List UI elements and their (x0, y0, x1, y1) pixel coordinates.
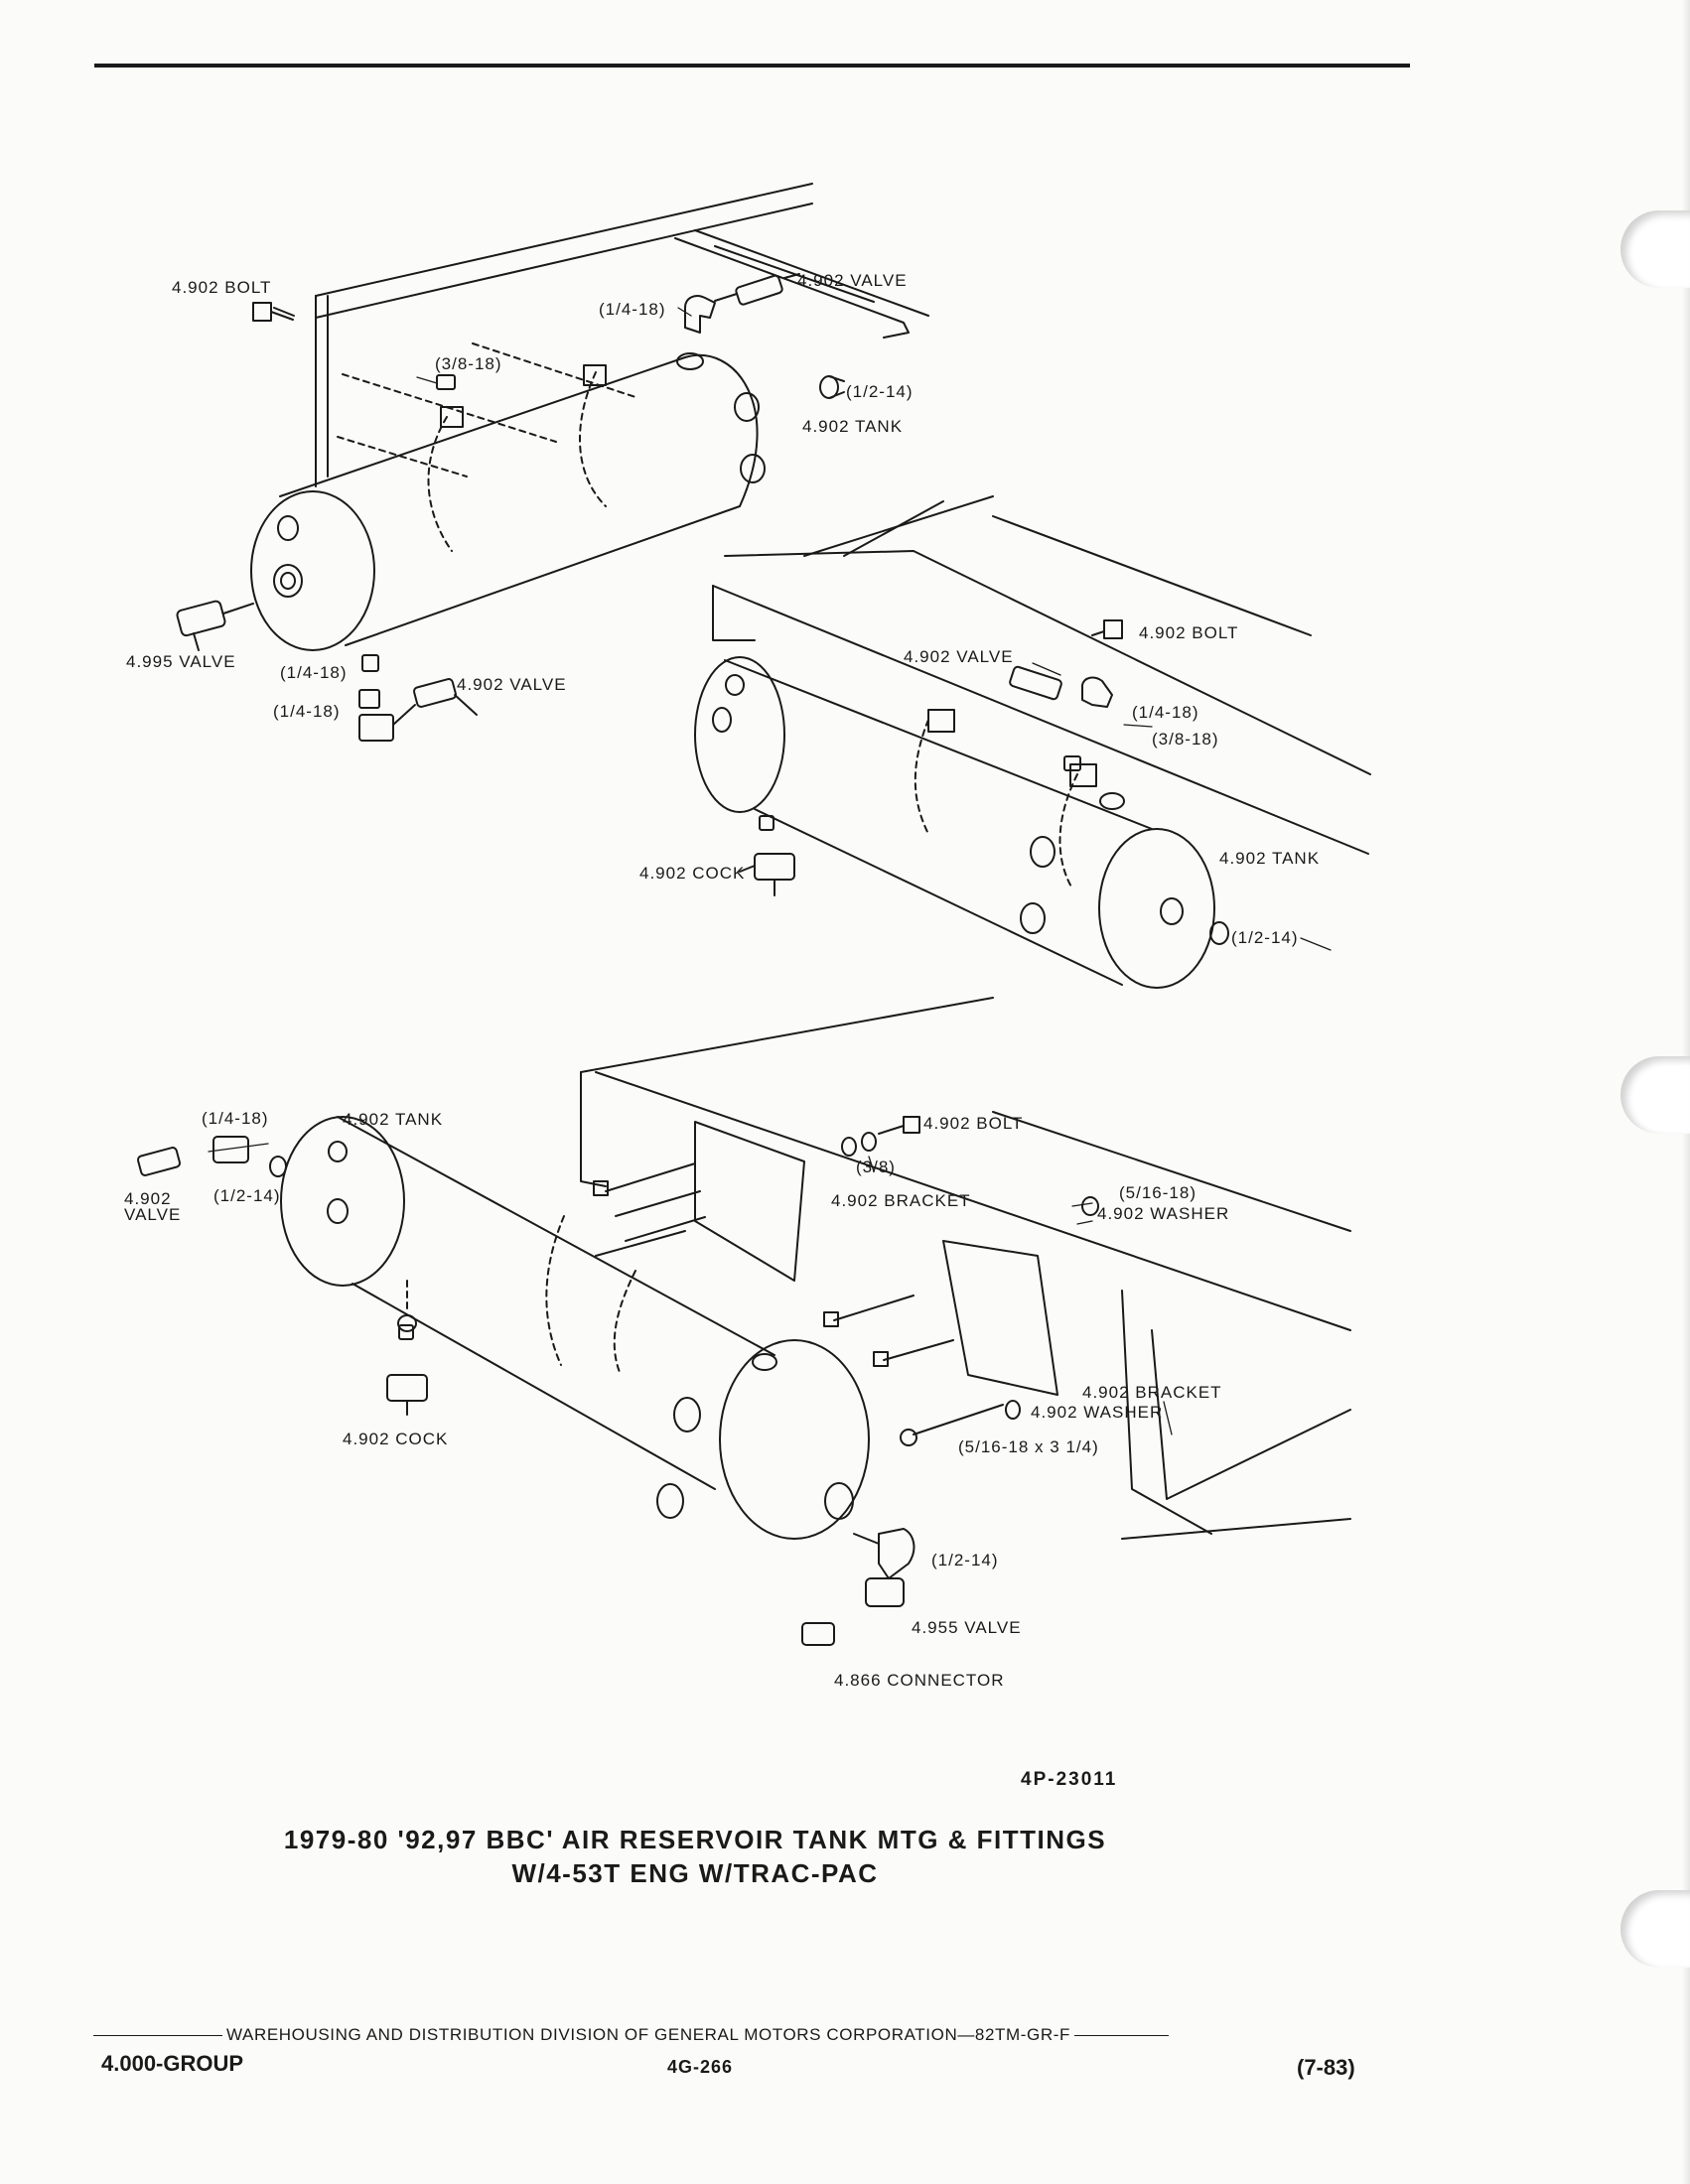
leaders-2 (1032, 662, 1332, 951)
label-d3-washer-bottom: 4.902 WASHER (1031, 1403, 1164, 1422)
diagram-1-tank-assembly (176, 183, 929, 742)
label-d1-fitting-1418-top: (1/4-18) (599, 300, 666, 319)
label-d2-fitting-3818: (3/8-18) (1152, 730, 1219, 749)
label-d1-valve-bottom: 4.902 VALVE (457, 675, 567, 694)
label-d2-fitting-1418: (1/4-18) (1132, 703, 1199, 722)
label-d2-bolt: 4.902 BOLT (1139, 623, 1239, 642)
label-d2-valve: 4.902 VALVE (904, 647, 1014, 666)
fittings-bottom-1 (358, 654, 478, 742)
label-d3-valve-4955: 4.955 VALVE (912, 1618, 1022, 1637)
footer-revision: (7-83) (1297, 2055, 1355, 2080)
label-d1-tank: 4.902 TANK (802, 417, 904, 436)
label-d1-valve-top: 4.902 VALVE (797, 271, 908, 290)
label-d3-fitting-1214-left: (1/2-14) (213, 1186, 281, 1205)
valve-top-1 (714, 273, 800, 306)
bolt-1 (252, 302, 295, 322)
caption-line-2: W/4-53T ENG W/TRAC-PAC (511, 1858, 879, 1888)
cock-2 (739, 815, 795, 896)
footer-rule-left (93, 2035, 222, 2037)
label-d3-fitting-1214-right: (1/2-14) (931, 1551, 999, 1570)
label-d2-plug-1214: (1/2-14) (1231, 928, 1299, 947)
leaders-3 (208, 1143, 1173, 1435)
air-tank-1 (250, 352, 766, 651)
diagram-3-tank-assembly (136, 997, 1351, 1646)
label-d3-bracket-bottom: 4.902 BRACKET (1082, 1383, 1222, 1402)
binder-hole-top (1620, 210, 1690, 288)
drawing-number: 4P-23011 (1021, 1769, 1118, 1790)
label-d3-valve: 4.902 VALVE (124, 1189, 182, 1224)
footer-division-line: WAREHOUSING AND DISTRIBUTION DIVISION OF… (89, 2025, 1405, 2045)
plug-1214-2 (1209, 921, 1229, 945)
label-d2-cock: 4.902 COCK (639, 864, 746, 883)
label-d1-bolt: 4.902 BOLT (172, 278, 272, 297)
tank-straps-2 (914, 719, 1078, 889)
caption-line-1: 1979-80 '92,97 BBC' AIR RESERVOIR TANK M… (283, 1825, 1107, 1854)
valve-2 (1009, 665, 1113, 708)
binder-hole-middle (1620, 1056, 1690, 1134)
label-d1-fitting-3818: (3/8-18) (435, 354, 502, 373)
plug-1214-1 (819, 375, 845, 399)
plug-3818-2 (1063, 755, 1081, 771)
label-d1-fitting-1418-b: (1/4-18) (273, 702, 341, 721)
frame-rail-3 (580, 997, 1351, 1540)
elbow-top-1 (684, 295, 716, 334)
label-d3-cock: 4.902 COCK (343, 1430, 449, 1448)
diagram-2-tank-assembly (694, 495, 1371, 989)
footer-rule-right (1073, 2035, 1169, 2037)
leaders-1 (416, 307, 692, 384)
frame-rail-2 (712, 495, 1371, 855)
label-d3-fitting-1418: (1/4-18) (202, 1109, 269, 1128)
washers-3 (841, 1132, 1099, 1420)
cock-3 (386, 1324, 428, 1416)
left-valve-3 (136, 1136, 287, 1177)
label-d3-tank: 4.902 TANK (343, 1110, 444, 1129)
top-rule (94, 64, 1410, 68)
footer-page-number: 4G-266 (667, 2057, 734, 2077)
air-tank-2 (694, 656, 1215, 989)
label-d3-bolt-size: (5/16-18 x 3 1/4) (958, 1437, 1099, 1456)
label-d3-bolt: 4.902 BOLT (923, 1114, 1024, 1133)
bolts-3 (593, 1162, 1004, 1446)
tank-straps-1 (337, 342, 636, 552)
label-d1-plug-1214: (1/2-14) (846, 382, 914, 401)
bolt-top-3 (878, 1116, 920, 1135)
plug-3818 (436, 374, 456, 390)
air-tank-3 (280, 1116, 870, 1540)
label-d1-fitting-1418-a: (1/4-18) (280, 663, 348, 682)
footer-group: 4.000-GROUP (101, 2051, 244, 2076)
valve-4995 (176, 600, 254, 651)
bolt-2 (1091, 619, 1123, 639)
binder-hole-bottom (1620, 1890, 1690, 1968)
bracket-plates-3 (694, 1121, 1058, 1396)
footer-division: WAREHOUSING AND DISTRIBUTION DIVISION OF… (226, 2025, 1070, 2044)
label-d2-tank: 4.902 TANK (1219, 849, 1321, 868)
label-d3-washer-top: 4.902 WASHER (1097, 1204, 1230, 1223)
label-d3-bracket-top: 4.902 BRACKET (831, 1191, 971, 1210)
frame-rail-1 (315, 183, 929, 487)
label-d1-valve-4995: 4.995 VALVE (126, 652, 236, 671)
tank-brackets-1 (440, 364, 607, 428)
tank-brackets-2 (927, 709, 1097, 787)
fittings-bottom-3 (801, 1528, 915, 1646)
label-d3-fitting-38: (3/8) (856, 1158, 896, 1176)
label-d3-connector: 4.866 CONNECTOR (834, 1671, 1005, 1690)
label-d3-fitting-51618: (5/16-18) (1119, 1183, 1197, 1202)
tank-straps-3 (406, 1215, 636, 1376)
